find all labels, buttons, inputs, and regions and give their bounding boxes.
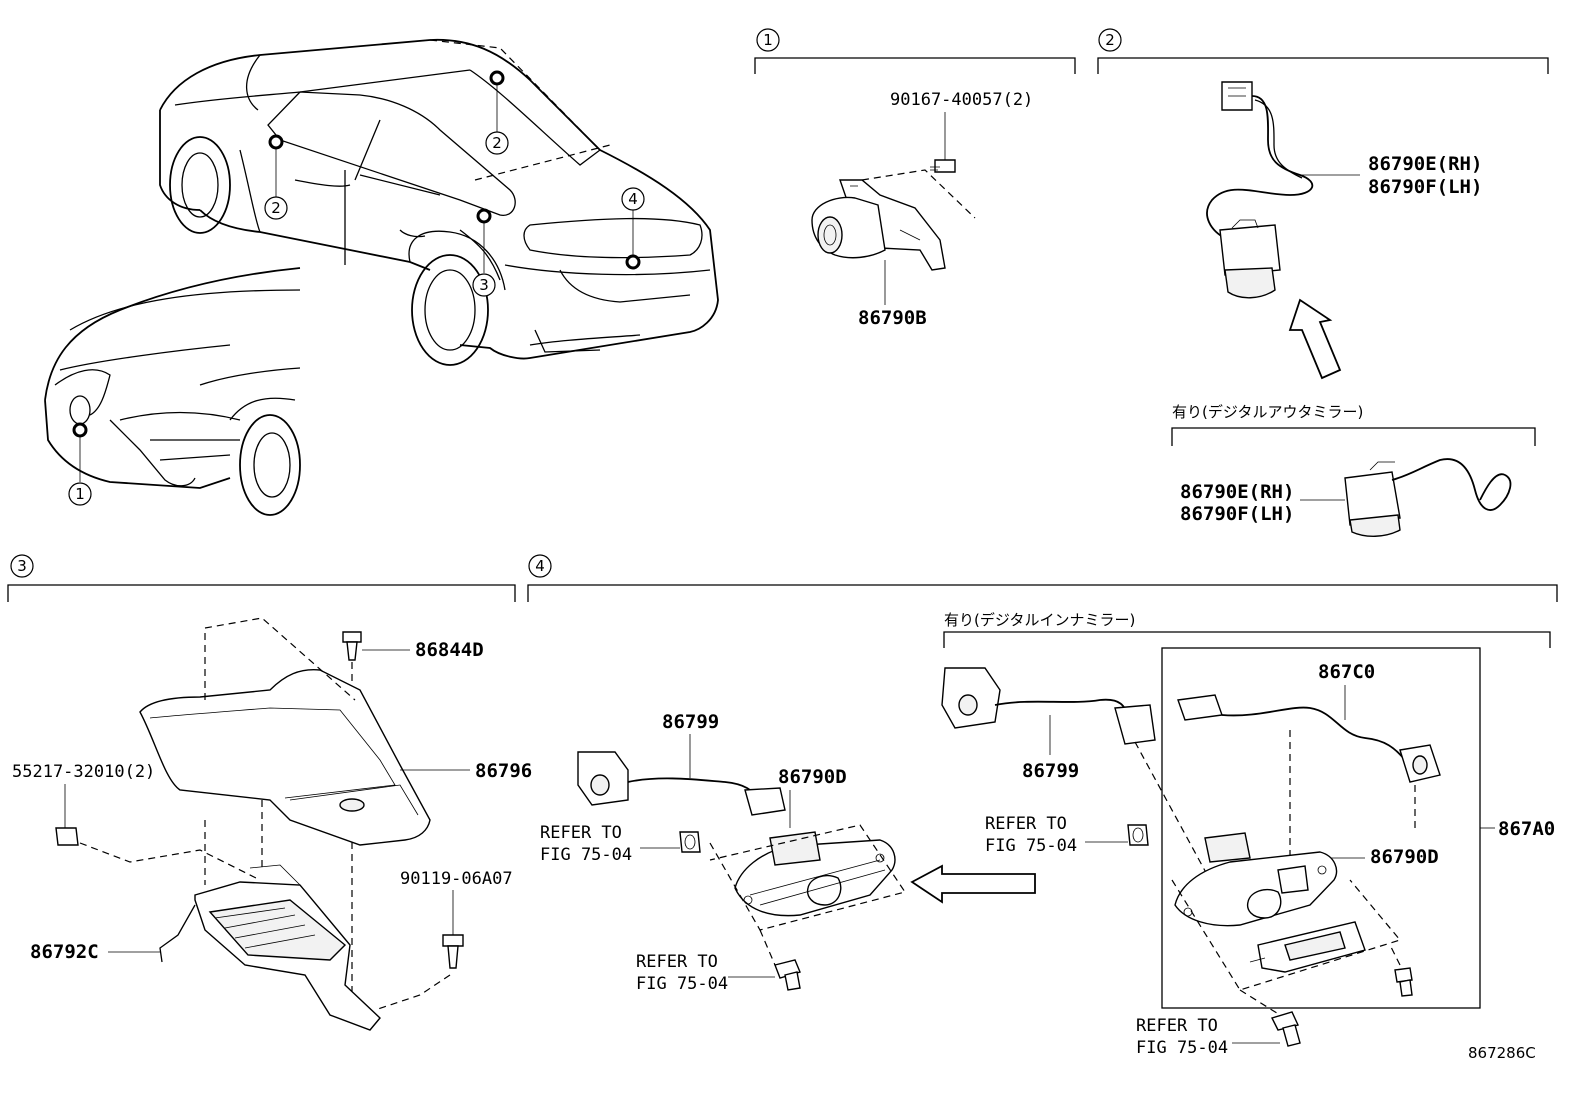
side-camera-lh-part-number: 86790F(LH) [1368, 176, 1482, 198]
camera-part-number: 86790D [778, 766, 847, 788]
section-3: 3 86844D 86796 55217-32010(2) 90119- [7, 554, 532, 1031]
section-2-option-bracket [1171, 427, 1536, 446]
camera-location-markers [72, 70, 641, 482]
section-4-number: 4 [535, 557, 545, 575]
svg-text:2: 2 [492, 134, 502, 152]
car-overview-illustration [44, 38, 719, 516]
option-wire-part-number: 86799 [1022, 760, 1079, 782]
front-camera-part-number: 86790B [858, 307, 927, 329]
svg-text:1: 1 [75, 485, 85, 503]
arrow-up-icon [1288, 298, 1342, 380]
outer-mirror-camera-rh-part-number: 86790E(RH) [1180, 481, 1294, 503]
refer-top-line1: REFER TO [540, 823, 622, 843]
bolt-icon-left [774, 959, 801, 991]
svg-text:4: 4 [628, 190, 638, 208]
clip-86844D [342, 631, 362, 661]
option-refer-top-line2: FIG 75-04 [985, 836, 1077, 856]
svg-text:2: 2 [271, 199, 281, 217]
section-1: 1 90167-40057(2) 86790B [754, 28, 1076, 329]
option-refer-bottom-line2: FIG 75-04 [1136, 1038, 1228, 1058]
rear-camera-86790D-option [1174, 832, 1338, 927]
wire-harness-86799-option [941, 667, 1156, 745]
section-2-number: 2 [1105, 31, 1115, 49]
rear-camera-86790D [734, 831, 896, 917]
digital-inner-mirror-option-note: 有り(デジタルインナミラー) [944, 611, 1135, 629]
refer-bottom-line2: FIG 75-04 [636, 974, 728, 994]
module-part-number: 86792C [30, 941, 99, 963]
screw-icon [442, 934, 464, 969]
callout-2-right: 2 [485, 131, 509, 155]
section-1-number: 1 [763, 31, 773, 49]
clip-part-number: 86844D [415, 639, 484, 661]
section-4-marker [528, 554, 552, 578]
cable-part-number: 867C0 [1318, 661, 1375, 683]
grommet-icon-right [1127, 824, 1149, 846]
section-4-bracket [527, 584, 1558, 602]
cover-86796 [139, 668, 431, 846]
section-3-bracket [7, 584, 516, 602]
section-3-marker [10, 554, 34, 578]
retainer-icon [55, 827, 79, 846]
section-2-bracket [1097, 57, 1549, 74]
section-4: 4 86799 86790D REFER TO FIG [527, 554, 1558, 1058]
front-camera-86790B [811, 179, 946, 271]
cable-867C0 [1177, 694, 1441, 783]
retainer-part-number: 55217-32010(2) [12, 762, 155, 782]
callout-3-car: 3 [472, 273, 496, 297]
outer-mirror-camera [1344, 458, 1512, 537]
grommet-icon-left [679, 831, 701, 853]
section-3-number: 3 [17, 557, 27, 575]
cover-part-number: 86796 [475, 760, 532, 782]
section-1-bracket [754, 57, 1076, 74]
bolt-icon-right [1271, 1011, 1301, 1047]
arrow-left-icon [910, 864, 1036, 904]
refer-top-line2: FIG 75-04 [540, 845, 632, 865]
option-refer-bottom-line1: REFER TO [1136, 1016, 1218, 1036]
wire-harness-86799 [577, 751, 786, 816]
diagram-id: 867286C [1468, 1044, 1536, 1062]
assembly-part-number: 867A0 [1498, 818, 1555, 840]
wire-part-number: 86799 [662, 711, 719, 733]
option-camera-part-number: 86790D [1370, 846, 1439, 868]
control-module-86792C [159, 864, 381, 1031]
side-camera-rh-part-number: 86790E(RH) [1368, 153, 1482, 175]
screw-part-number: 90119-06A07 [400, 869, 513, 889]
callout-4-car: 4 [621, 187, 645, 211]
camera-garnish [1249, 921, 1366, 973]
section-2: 2 86790E(RH) 86790F(LH) 有り(デジタルアウタミラー) 8… [1097, 28, 1549, 537]
side-camera-with-harness [1206, 81, 1314, 299]
section-4-option-bracket [943, 631, 1551, 648]
callout-2-left: 2 [264, 196, 288, 220]
outer-mirror-camera-lh-part-number: 86790F(LH) [1180, 503, 1294, 525]
section-1-marker [756, 28, 780, 52]
refer-bottom-line1: REFER TO [636, 952, 718, 972]
section-2-marker [1098, 28, 1122, 52]
digital-outer-mirror-option-note: 有り(デジタルアウタミラー) [1172, 403, 1363, 421]
option-refer-top-line1: REFER TO [985, 814, 1067, 834]
bolt-part-number: 90167-40057(2) [890, 90, 1033, 110]
bolt-icon [930, 159, 956, 173]
screw-icon-right [1394, 967, 1413, 997]
callout-1-car: 1 [68, 482, 92, 506]
svg-text:3: 3 [479, 276, 489, 294]
